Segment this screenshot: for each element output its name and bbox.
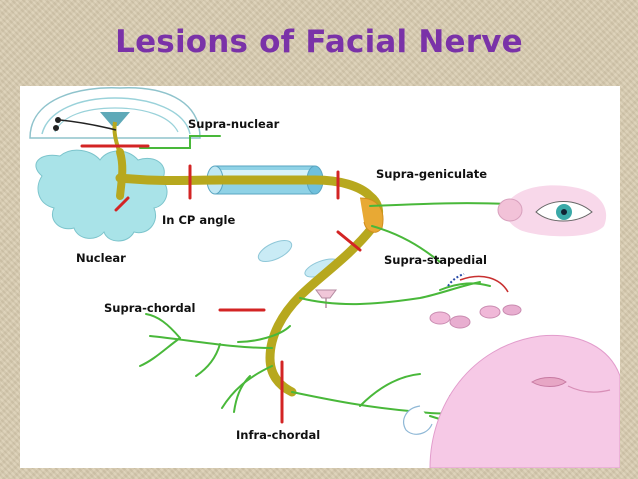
lesion-markers	[80, 144, 362, 424]
face-profile-illustration	[403, 334, 620, 468]
facial-nerve-trunk	[115, 148, 384, 397]
facial-nerve-diagram: Supra-nuclear Supra-geniculate In CP ang…	[29, 87, 620, 468]
label-infra-chordal: Infra-chordal	[236, 428, 320, 442]
label-supra-geniculate: Supra-geniculate	[376, 167, 487, 181]
label-nuclear: Nuclear	[76, 251, 126, 265]
lesion-mark-nuclear	[114, 196, 130, 212]
ganglion-illustration	[429, 273, 522, 329]
label-supra-nuclear: Supra-nuclear	[188, 117, 280, 131]
lesion-mark-supra-stapedial	[336, 230, 362, 252]
slide-title: Lesions of Facial Nerve	[115, 24, 523, 60]
label-supra-stapedial: Supra-stapedial	[384, 253, 487, 267]
brain-section-illustration	[29, 87, 201, 155]
inner-ear-structures	[257, 239, 340, 308]
label-in-cp-angle: In CP angle	[162, 213, 235, 227]
brainstem-illustration	[35, 149, 168, 242]
eye-illustration	[497, 185, 607, 237]
label-supra-chordal: Supra-chordal	[104, 301, 195, 315]
diagram-panel: Supra-nuclear Supra-geniculate In CP ang…	[20, 86, 620, 468]
